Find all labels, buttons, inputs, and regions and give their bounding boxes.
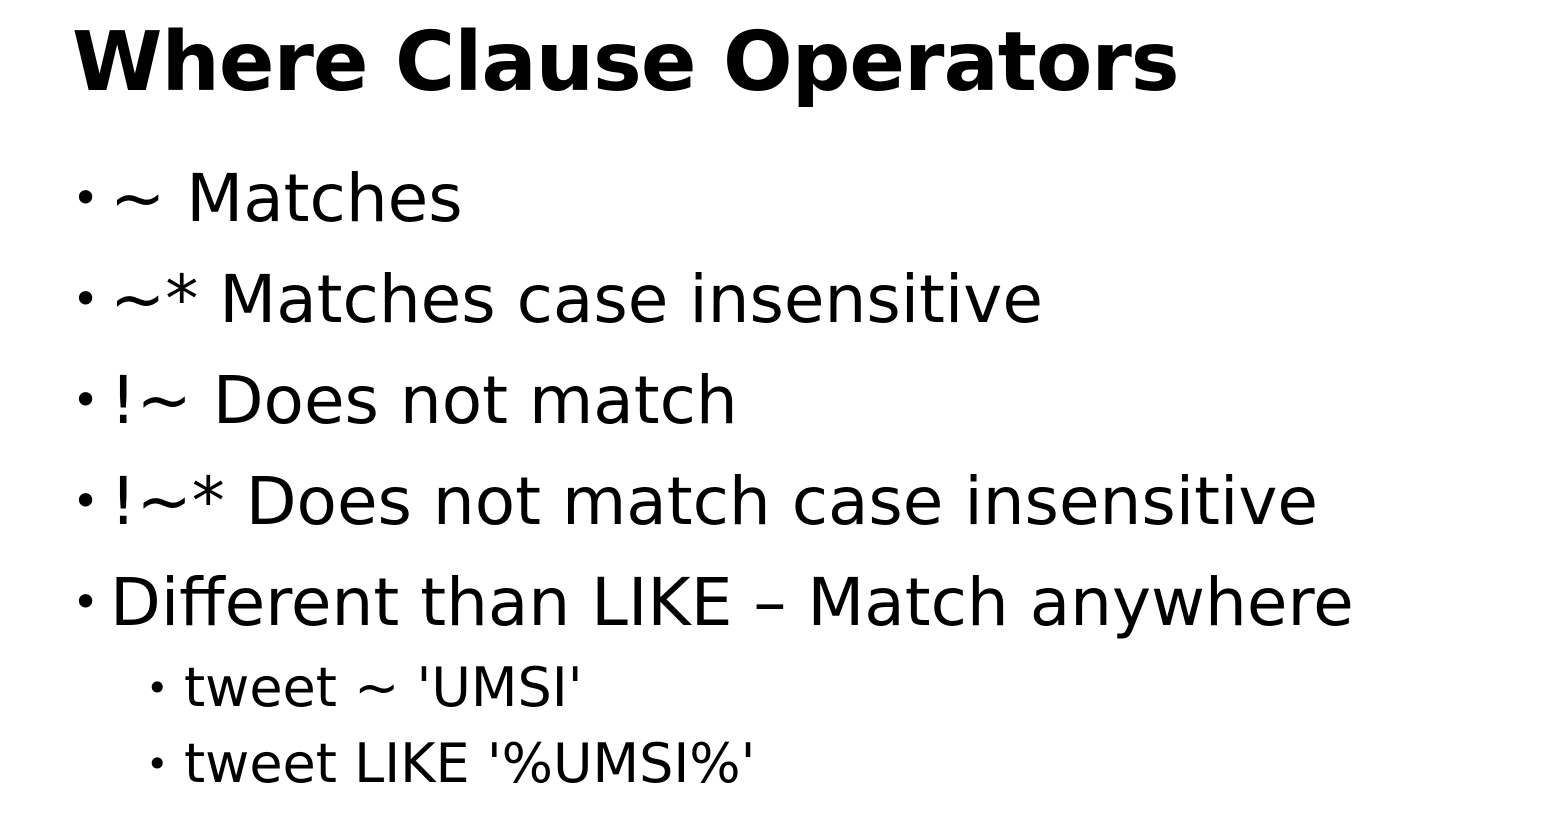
bullet-text: Different than LIKE – Match anywhere: [110, 564, 1354, 641]
bullet-dot-icon: •: [72, 373, 100, 427]
sub-bullet-item: • tweet LIKE '%UMSI%': [146, 726, 755, 802]
bullet-item: • Different than LIKE – Match anywhere: [72, 552, 1354, 653]
sub-bullet-item: • tweet ~ 'UMSI': [146, 650, 755, 726]
sub-bullet-list: • tweet ~ 'UMSI' • tweet LIKE '%UMSI%': [146, 650, 755, 802]
bullet-dot-icon: •: [72, 171, 100, 225]
bullet-text: !~ Does not match: [110, 362, 738, 439]
sub-bullet-dot-icon: •: [146, 666, 169, 710]
bullet-item: • !~* Does not match case insensitive: [72, 451, 1354, 552]
bullet-dot-icon: •: [72, 474, 100, 528]
bullet-list: • ~ Matches • ~* Matches case insensitiv…: [72, 148, 1354, 653]
sub-bullet-dot-icon: •: [146, 742, 169, 786]
bullet-dot-icon: •: [72, 575, 100, 629]
bullet-text: !~* Does not match case insensitive: [110, 463, 1318, 540]
bullet-item: • ~ Matches: [72, 148, 1354, 249]
sub-bullet-text: tweet LIKE '%UMSI%': [184, 732, 756, 795]
slide-title: Where Clause Operators: [72, 15, 1180, 110]
bullet-text: ~* Matches case insensitive: [110, 261, 1043, 338]
sub-bullet-text: tweet ~ 'UMSI': [184, 656, 583, 719]
bullet-dot-icon: •: [72, 272, 100, 326]
bullet-item: • ~* Matches case insensitive: [72, 249, 1354, 350]
bullet-item: • !~ Does not match: [72, 350, 1354, 451]
bullet-text: ~ Matches: [110, 160, 463, 237]
